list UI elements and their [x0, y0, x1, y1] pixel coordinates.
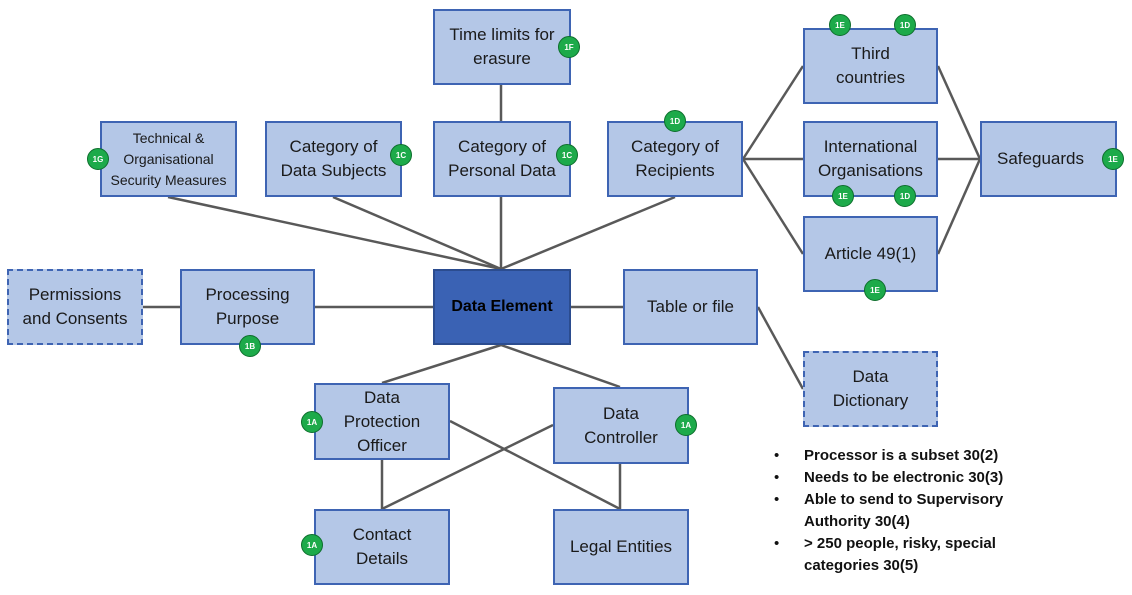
third-countries-box: Third countries: [803, 28, 938, 104]
safeguards-label: Safeguards: [997, 149, 1084, 168]
legal-entities-label: Legal Entities: [569, 537, 673, 556]
third-countries-label: Third countries: [836, 44, 905, 87]
connector-data-subjects: [332, 195, 502, 271]
contact-details-box: Contact Details: [314, 509, 450, 585]
data-protection-officer-box: Data Protection Officer: [314, 383, 450, 460]
processing-purpose-label: Processing Purpose: [205, 285, 290, 328]
connector-element-controller: [500, 343, 621, 389]
data-subjects-label: Category of Data Subjects: [280, 137, 387, 180]
data-element-label: Data Element: [451, 298, 553, 315]
connector-article49: [741, 158, 805, 255]
note-item: Processor is a subset 30(2): [772, 445, 1072, 467]
badge-article-49: 1E: [864, 279, 886, 301]
badge-data-controller: 1A: [675, 414, 697, 436]
international-orgs-box: International Organisations: [803, 121, 938, 197]
data-dictionary-label: Data Dictionary: [832, 367, 909, 410]
recipients-box: Category of Recipients: [607, 121, 743, 197]
badge-personal-data: 1C: [556, 144, 578, 166]
personal-data-label: Category of Personal Data: [448, 137, 556, 180]
badge-processing-purpose: 1B: [239, 335, 261, 357]
badge-technical: 1G: [87, 148, 109, 170]
note-item: Able to send to Supervisory Authority 30…: [772, 489, 1072, 533]
badge-third-countries-a: 1E: [829, 14, 851, 36]
table-or-file-label: Table or file: [647, 297, 734, 316]
article-49-label: Article 49(1): [824, 244, 917, 263]
data-controller-box: Data Controller: [553, 387, 689, 464]
connector-table-dictionary: [756, 306, 805, 390]
badge-third-countries-b: 1D: [894, 14, 916, 36]
badge-data-subjects: 1C: [390, 144, 412, 166]
note-item: Needs to be electronic 30(3): [772, 467, 1072, 489]
personal-data-box: Category of Personal Data: [433, 121, 571, 197]
time-limits-label: Time limits for erasure: [449, 25, 555, 68]
recipients-label: Category of Recipients: [631, 137, 719, 180]
technical-measures-box: Technical & Organisational Security Meas…: [100, 121, 237, 197]
connector-element-dpo: [381, 343, 502, 385]
note-item: > 250 people, risky, special categories …: [772, 533, 1072, 577]
permissions-consents-box: Permissions and Consents: [7, 269, 143, 345]
badge-international-a: 1E: [832, 185, 854, 207]
badge-data-protection-officer: 1A: [301, 411, 323, 433]
data-controller-label: Data Controller: [584, 403, 658, 447]
time-limits-box: Time limits for erasure: [433, 9, 571, 85]
permissions-consents-label: Permissions and Consents: [22, 285, 128, 328]
table-or-file-box: Table or file: [623, 269, 758, 345]
processing-purpose-box: Processing Purpose: [180, 269, 315, 345]
notes-list: Processor is a subset 30(2) Needs to be …: [772, 445, 1072, 577]
connector-technical: [167, 195, 502, 271]
contact-details-label: Contact Details: [352, 525, 412, 568]
safeguards-box: Safeguards: [980, 121, 1117, 197]
badge-international-b: 1D: [894, 185, 916, 207]
data-dictionary-box: Data Dictionary: [803, 351, 938, 427]
connector-recipients: [500, 195, 676, 271]
data-subjects-box: Category of Data Subjects: [265, 121, 402, 197]
international-orgs-label: International Organisations: [818, 137, 923, 180]
technical-measures-label: Technical & Organisational Security Meas…: [110, 129, 227, 188]
data-protection-officer-label: Data Protection Officer: [343, 387, 421, 455]
connector-controller-contact: [381, 423, 554, 511]
connector-third-safeguards: [936, 65, 982, 160]
badge-contact-details: 1A: [301, 534, 323, 556]
data-element-box: Data Element: [433, 269, 571, 345]
connector-third-countries: [741, 65, 805, 160]
badge-safeguards: 1E: [1102, 148, 1124, 170]
connector-dpo-legal: [449, 419, 621, 511]
legal-entities-box: Legal Entities: [553, 509, 689, 585]
connector-art49-safeguards: [936, 158, 982, 255]
badge-time-limits: 1F: [558, 36, 580, 58]
badge-recipients: 1D: [664, 110, 686, 132]
